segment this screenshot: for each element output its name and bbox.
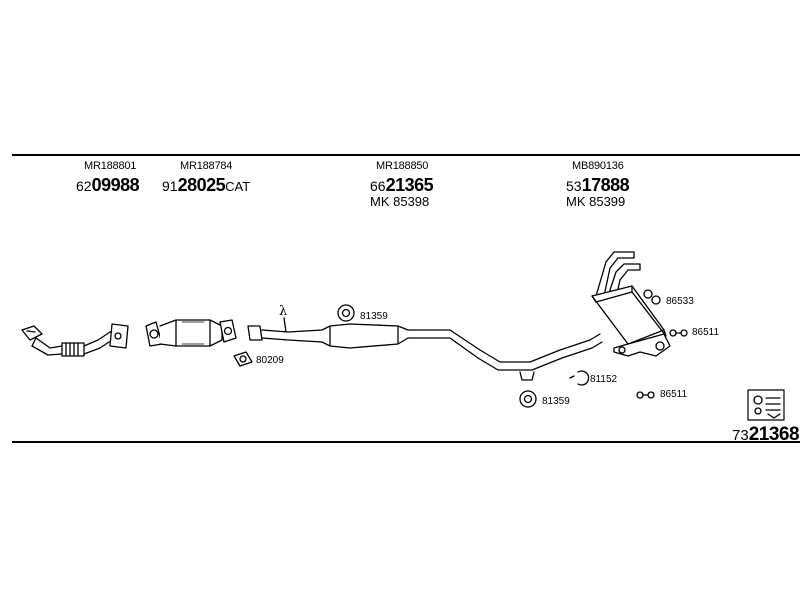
ring-81359-upper-drawing: [337, 304, 355, 322]
kit-icon: [747, 389, 785, 421]
part-number-prefix: 62: [76, 178, 92, 194]
middle-pipe-drawing: [247, 317, 603, 381]
oem-ref-middle-silencer: MR188850: [376, 160, 429, 172]
bottom-divider: [12, 441, 800, 443]
part-number-rear-silencer: 5317888: [566, 175, 630, 196]
set-number-main: 21368: [748, 424, 800, 445]
mk-number-middle-silencer: MK 85398: [370, 194, 430, 209]
label-ring-81359-upper: 81359: [360, 311, 388, 322]
complete-set-number: 7321368: [732, 424, 800, 446]
oem-ref-rear-silencer: MB890136: [572, 160, 624, 172]
part-number-catalyst: 9128025CAT: [162, 176, 250, 196]
part-number-front-pipe: 6209988: [76, 175, 140, 196]
hanger-86511-upper-drawing: [669, 329, 688, 337]
part-number-prefix: 66: [370, 178, 386, 194]
mk-number-rear-silencer: MK 85399: [566, 194, 626, 209]
label-hanger-86533: 86533: [666, 296, 694, 307]
part-number-prefix: 91: [162, 178, 178, 194]
part-number-suffix: CAT: [225, 179, 251, 194]
part-number-middle-silencer: 6621365: [370, 175, 434, 196]
top-divider: [12, 154, 800, 156]
part-number-prefix: 53: [566, 178, 582, 194]
ring-81359-lower-drawing: [519, 390, 537, 408]
part-number-main: 28025: [177, 175, 226, 195]
label-ring-81359-lower: 81359: [542, 396, 570, 407]
label-hanger-86511-lower: 86511: [660, 389, 688, 400]
rear-silencer-drawing: [591, 251, 671, 357]
label-hanger-86511-upper: 86511: [692, 327, 720, 338]
catalyst-drawing: [145, 319, 237, 347]
hanger-86533-drawing: [643, 289, 661, 305]
part-number-main: 09988: [91, 175, 140, 195]
gasket-80209-drawing: [233, 351, 253, 367]
oem-ref-catalyst: MR188784: [180, 160, 233, 172]
oem-ref-front-pipe: MR188801: [84, 160, 137, 172]
label-gasket-80209: 80209: [256, 355, 284, 366]
clamp-81152-drawing: [569, 370, 590, 386]
part-number-main: 17888: [581, 175, 630, 195]
part-number-main: 21365: [385, 175, 434, 195]
set-number-prefix: 73: [732, 427, 749, 444]
hanger-86511-lower-drawing: [636, 391, 655, 399]
label-clamp-81152: 81152: [590, 374, 618, 385]
lambda-sensor-symbol: λ: [279, 304, 288, 319]
front-pipe-drawing: [21, 323, 129, 357]
